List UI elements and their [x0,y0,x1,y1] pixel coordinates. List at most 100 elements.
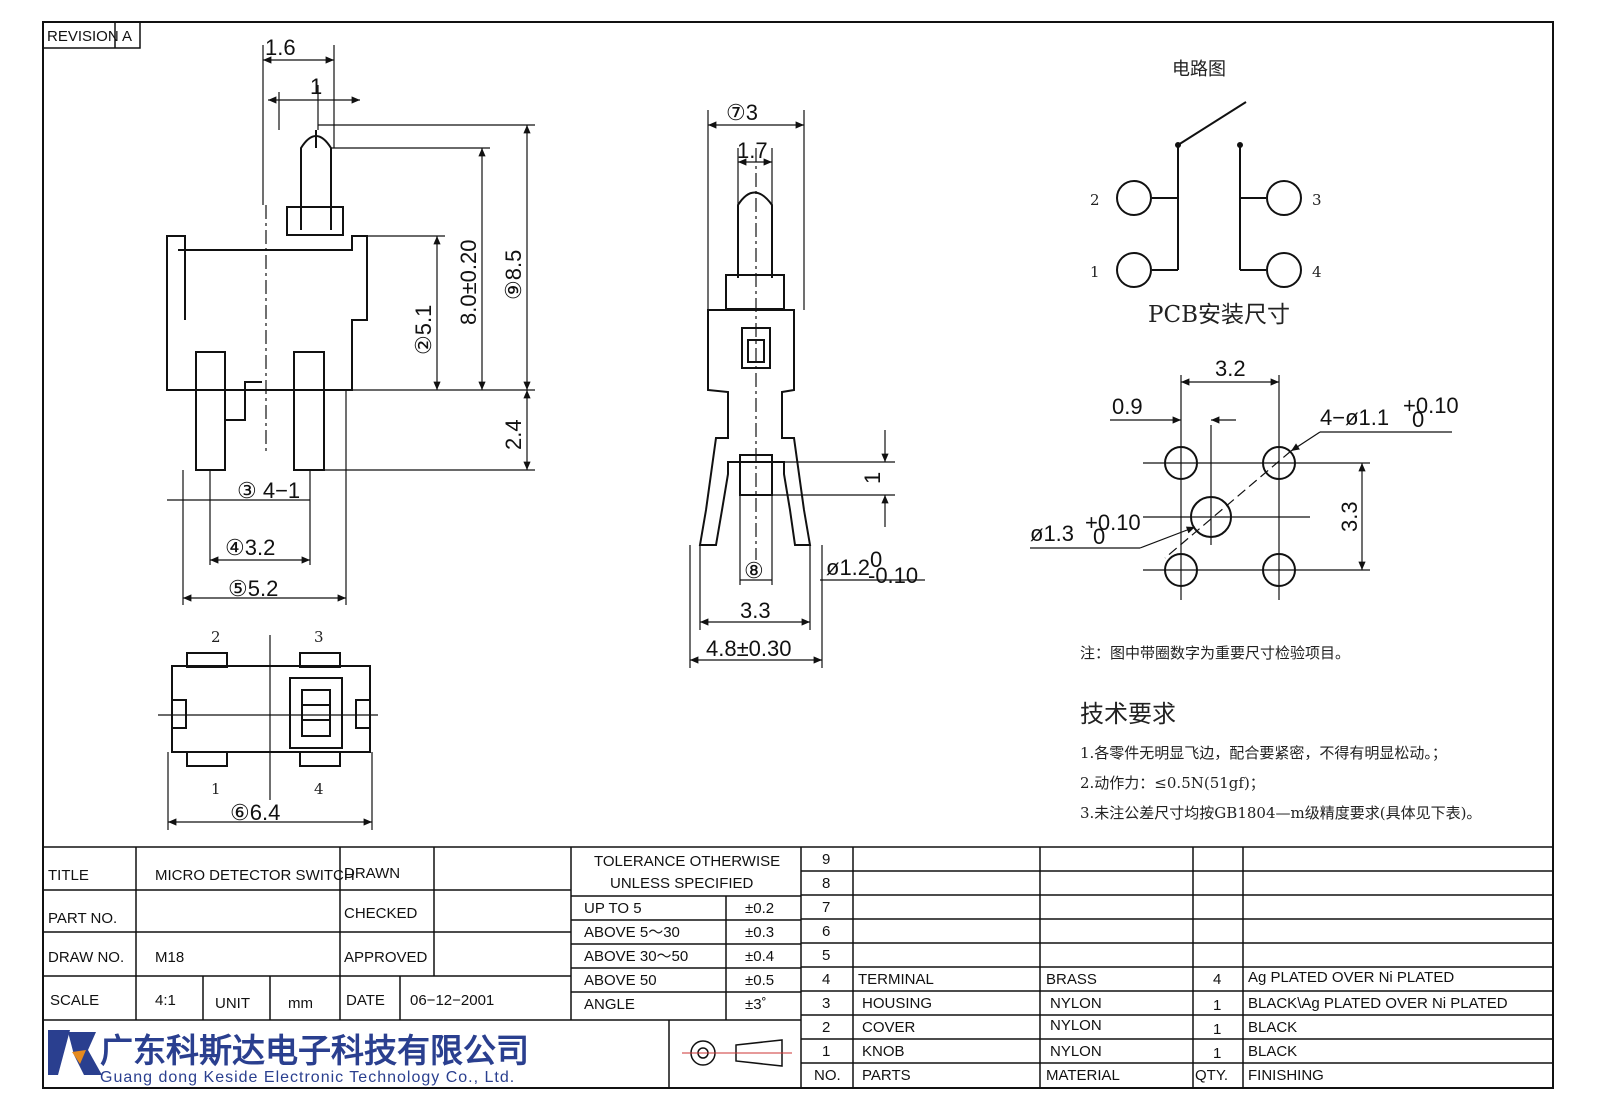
revision-box: REVISION A [42,21,141,49]
bom-no-2: 2 [822,1019,830,1036]
bottom-pin-1: 1 [211,780,221,798]
tolerance-range-3: ABOVE 30～50 [584,948,688,965]
bom-header-qty: QTY. [1195,1067,1228,1084]
pcb-dim-3-2: 3.2 [1215,356,1246,381]
pcb-hole1-tol-dn: 0 [1093,524,1105,549]
bottom-pin-3: 3 [314,628,324,646]
dim-4-1: ③ 4−1 [237,478,300,503]
bom-part-1: KNOB [862,1043,905,1060]
note-text: 注：图中带圈数字为重要尺寸检验项目。 [1080,644,1350,662]
bom-material-4: BRASS [1046,971,1097,988]
bom-no-4: 4 [822,971,830,988]
bom-header-material: MATERIAL [1046,1067,1120,1084]
unit-label: UNIT [215,995,250,1012]
bom-material-3: NYLON [1050,995,1102,1012]
dim-5-2: ⑤5.2 [228,576,278,601]
bom-no-9: 9 [822,851,830,868]
checked-label: CHECKED [344,905,418,922]
tolerance-value-4: ±0.5 [745,972,774,989]
dim-5-1: ②5.1 [411,305,436,355]
company-name-cn: 广东科斯达电子科技有限公司 [100,1031,529,1070]
scale-label: SCALE [50,992,99,1009]
bom-finish-3: BLACK\Ag PLATED OVER Ni PLATED [1248,995,1508,1012]
pcb-hole4-tol-dn: 0 [1412,407,1424,432]
date-value: 06−12−2001 [410,992,494,1009]
front-dim-1: 1 [860,472,885,484]
bom-no-3: 3 [822,995,830,1012]
bom-header-no: NO. [814,1067,841,1084]
unit-value: mm [288,995,313,1012]
bom-no-7: 7 [822,899,830,916]
bom-part-4: TERMINAL [858,971,934,988]
pcb-title: PCB安装尺寸 [1148,302,1290,328]
tolerance-header-1: TOLERANCE OTHERWISE [594,853,780,870]
tolerance-range-4: ABOVE 50 [584,972,657,989]
tolerance-value-5: ±3˚ [745,996,767,1013]
tolerance-range-5: ANGLE [584,996,635,1013]
front-dim-1-2-tol-up: 0 [870,547,882,572]
bom-qty-3: 1 [1213,997,1221,1014]
pcb-dim-3-3: 3.3 [1337,501,1362,532]
bottom-pin-2: 2 [211,628,221,646]
title-label: TITLE [48,867,89,884]
dim-8-5: ⑨8.5 [501,250,526,300]
scale-value: 4:1 [155,992,176,1009]
tolerance-value-3: ±0.4 [745,948,774,965]
tolerance-header-2: UNLESS SPECIFIED [610,875,754,892]
pcb-hole1-tol-up: +0.10 [1085,510,1141,535]
front-dim-1-7: 1.7 [737,138,768,163]
revision-value: A [122,28,132,45]
projection-symbol [682,1039,792,1067]
front-dim-4-8: 4.8±0.30 [706,636,791,661]
pcb-dims [1030,375,1452,571]
bom-qty-2: 1 [1213,1021,1221,1038]
draw-value: M18 [155,949,184,966]
front-dim-1-2-tol-dn: -0.10 [868,563,918,588]
front-dim-8: ⑧ [744,558,764,583]
bom-part-3: HOUSING [862,995,932,1012]
part-label: PART NO. [48,910,117,927]
bom-material-2: NYLON [1050,1017,1102,1034]
pcb-hole4-tol-up: +0.10 [1403,393,1459,418]
bom-no-5: 5 [822,947,830,964]
bottom-pin-4: 4 [314,780,324,798]
front-dim-3-3: 3.3 [740,598,771,623]
bom-qty-4: 4 [1213,971,1221,988]
pcb-hole1: ø1.3 [1030,521,1074,546]
drawn-label: DRAWN [344,865,400,882]
circuit-pin-2: 2 [1090,191,1100,209]
pcb-hole4: 4−ø1.1 [1320,405,1389,430]
title-value: MICRO DETECTOR SWITCH [155,867,355,884]
approved-label: APPROVED [344,949,428,966]
bom-qty-1: 1 [1213,1045,1221,1062]
dim-1: 1 [310,74,322,99]
tolerance-range-1: UP TO 5 [584,900,642,917]
dim-6-4: ⑥6.4 [230,800,280,825]
pcb-dim-0-9: 0.9 [1112,394,1143,419]
bom-finish-1: BLACK [1248,1043,1297,1060]
bom-finish-2: BLACK [1248,1019,1297,1036]
circuit-pin-3: 3 [1312,191,1322,209]
bom-finish-4: Ag PLATED OVER Ni PLATED [1248,969,1454,986]
dim-2-4: 2.4 [501,419,526,450]
sheet-border [42,21,1554,1089]
circuit-pin-4: 4 [1312,263,1322,281]
bom-no-6: 6 [822,923,830,940]
bom-header-parts: PARTS [862,1067,911,1084]
tech-title: 技术要求 [1080,700,1176,728]
tech-item-1: 1.各零件无明显飞边，配合要紧密，不得有明显松动。； [1080,744,1447,762]
tolerance-range-2: ABOVE 5～30 [584,924,680,941]
bom-header-finishing: FINISHING [1248,1067,1324,1084]
bom-part-2: COVER [862,1019,916,1036]
dim-1-6: 1.6 [265,35,296,60]
front-view-dims [689,110,925,668]
circuit-diagram [1116,101,1302,288]
revision-label: REVISION [47,28,119,45]
front-dim-3: ⑦3 [726,100,758,125]
pcb-layout [1143,425,1310,600]
dim-8-0: 8.0±0.20 [456,240,481,325]
tolerance-value-1: ±0.2 [745,900,774,917]
circuit-title: 电路图 [1172,59,1226,80]
side-view-dims [167,45,535,605]
